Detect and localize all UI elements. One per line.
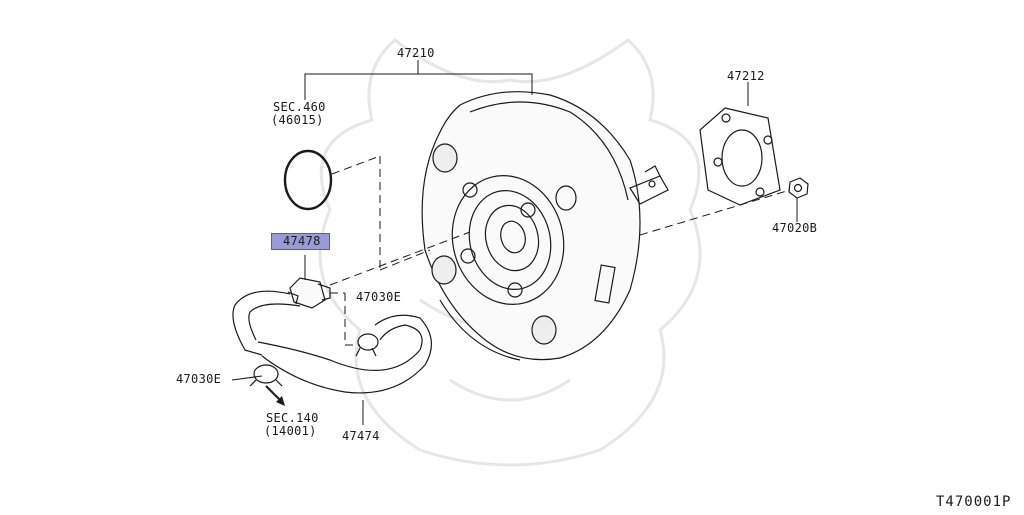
label-47030e-lower: 47030E	[176, 372, 222, 386]
label-46015: (46015)	[271, 113, 324, 127]
hose-clamp-upper	[355, 333, 379, 357]
brake-booster	[421, 91, 669, 361]
label-47212: 47212	[727, 69, 765, 83]
label-47474: 47474	[342, 429, 380, 443]
label-14001: (14001)	[264, 424, 317, 438]
nut	[788, 177, 809, 199]
assembly-dashes	[329, 155, 791, 346]
label-sec-460: SEC.460	[273, 100, 326, 114]
label-47030e-upper: 47030E	[356, 290, 402, 304]
diagram-code: T470001P	[936, 494, 1012, 510]
label-47210: 47210	[397, 46, 435, 60]
vacuum-hose	[232, 290, 432, 394]
label-47020b: 47020B	[772, 221, 818, 235]
leader-lines	[231, 60, 798, 425]
o-ring	[283, 149, 333, 211]
direction-arrow	[265, 385, 285, 406]
label-sec-140: SEC.140	[266, 411, 319, 425]
label-47478[interactable]: 47478	[271, 233, 330, 250]
hose-clamp-lower	[249, 364, 283, 387]
check-valve	[287, 277, 331, 309]
gasket	[699, 107, 781, 206]
